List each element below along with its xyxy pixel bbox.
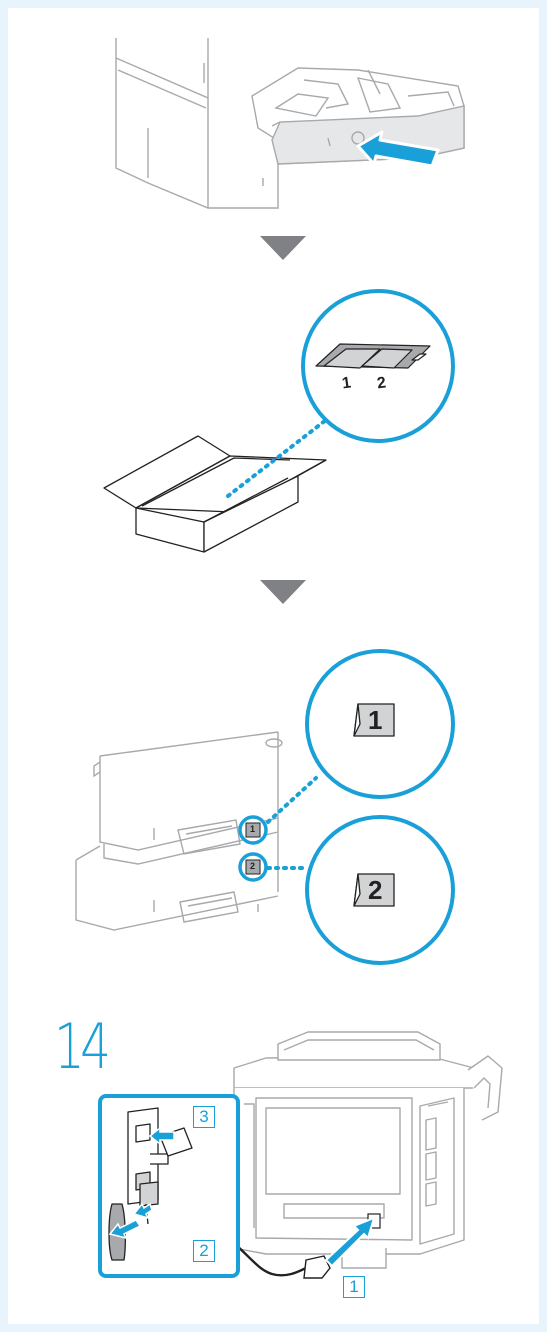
callout-2-label: 2 xyxy=(368,875,382,906)
illustrations xyxy=(8,8,539,1324)
drawer-1-label: 1 xyxy=(250,824,255,834)
down-triangle-icon xyxy=(260,236,306,260)
step-2-label: 2 xyxy=(193,1240,215,1262)
step-number: 14 xyxy=(54,1016,106,1078)
drawer-2-label: 2 xyxy=(250,861,255,871)
callout-1-label: 1 xyxy=(368,705,382,736)
step-1-label: 1 xyxy=(343,1276,365,1298)
instruction-page: 1 2 1 2 1 2 14 3 2 1 xyxy=(8,8,539,1324)
callout-1-connector xyxy=(268,778,316,822)
down-triangle-icon xyxy=(260,580,306,604)
step-3-label: 3 xyxy=(193,1106,215,1128)
paper-cassette-illustration xyxy=(116,38,464,208)
open-box-illustration xyxy=(104,436,326,552)
